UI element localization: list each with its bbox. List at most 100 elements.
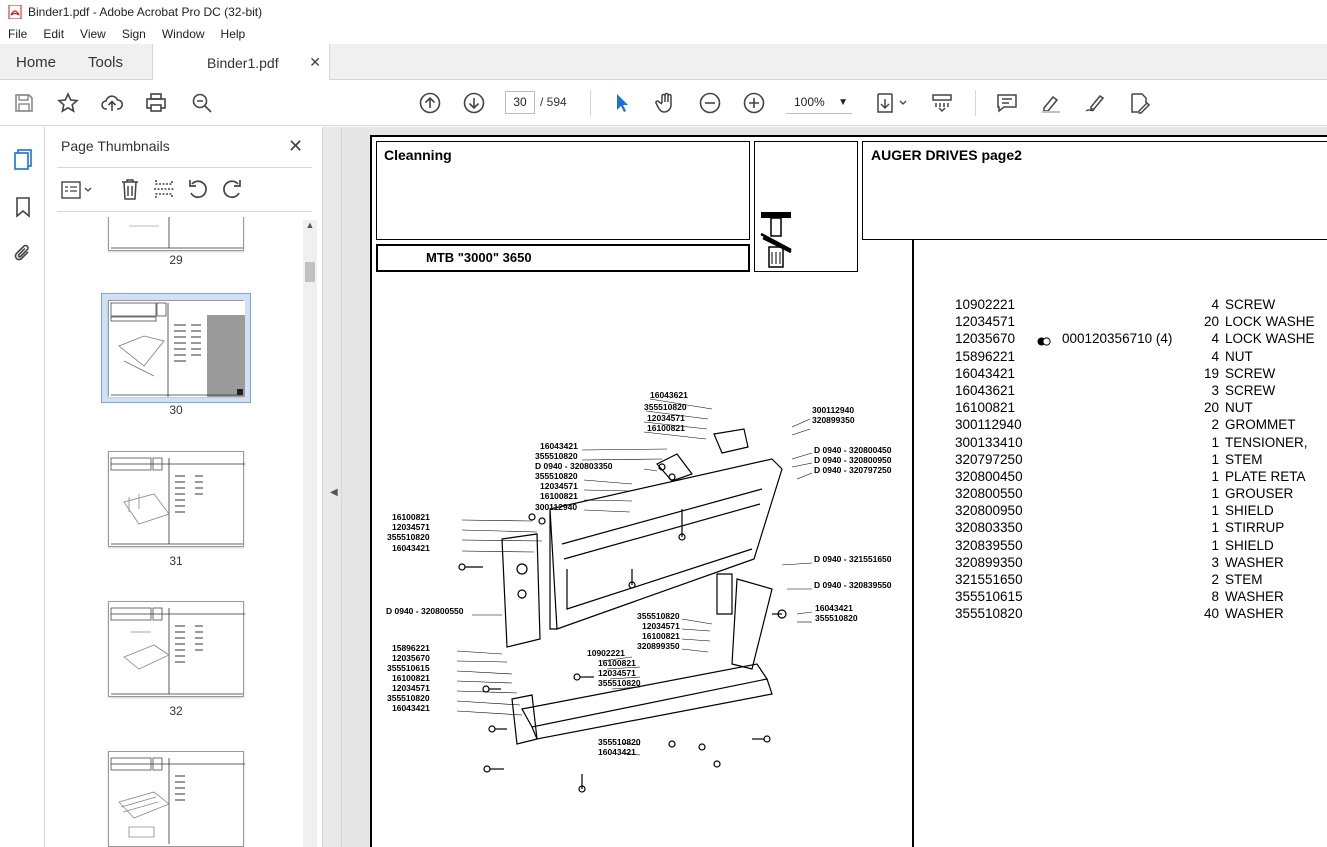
zoom-in-icon[interactable] [742, 91, 766, 115]
next-page-icon[interactable] [462, 91, 486, 115]
divider [57, 211, 312, 212]
upload-cloud-icon[interactable] [100, 91, 124, 115]
callout-label: 12034571 [392, 683, 430, 693]
delete-page-icon[interactable] [119, 177, 141, 201]
part-description: STIRRUP [1225, 520, 1285, 536]
callout-label: 10902221 [587, 648, 625, 658]
page-thumbnails-icon[interactable] [11, 147, 35, 171]
panel-splitter[interactable]: ◀ [322, 127, 342, 847]
document-view[interactable]: Cleanning AUGER DRIVES page2 MTB "3000" … [342, 127, 1327, 847]
part-description: WASHER [1225, 606, 1284, 622]
menu-sign[interactable]: Sign [121, 27, 146, 41]
part-code: 16043621 [955, 382, 1016, 398]
attachment-icon[interactable] [11, 241, 35, 265]
highlight-pen-icon[interactable] [1039, 91, 1063, 115]
save-icon[interactable] [12, 91, 36, 115]
edit-stamp-icon[interactable] [1127, 91, 1151, 115]
part-quantity: 1 [1211, 434, 1219, 450]
page-fit-icon[interactable] [874, 91, 910, 115]
scroll-up-icon[interactable]: ▲ [305, 220, 315, 230]
part-quantity: 40 [1203, 606, 1219, 622]
comment-icon[interactable] [995, 91, 1019, 115]
model-box [376, 244, 750, 272]
part-code: 12034571 [955, 314, 1016, 330]
part-description: WASHER [1225, 589, 1284, 605]
part-quantity: 4 [1211, 297, 1219, 312]
callout-label: 16043421 [598, 747, 636, 757]
zoom-out-icon[interactable] [698, 91, 722, 115]
icon-box [754, 141, 858, 272]
panel-title: Page Thumbnails [61, 138, 170, 154]
part-quantity: 8 [1211, 589, 1219, 605]
callout-label: 12034571 [598, 668, 636, 678]
callout-label: 16043421 [540, 441, 578, 451]
rotate-clockwise-icon[interactable] [221, 178, 243, 200]
print-icon[interactable] [144, 91, 168, 115]
part-code: 355510820 [955, 606, 1023, 622]
thumbnail-page-number: 29 [169, 253, 183, 267]
bookmark-icon[interactable] [11, 195, 35, 219]
page-thumbnail[interactable] [108, 217, 244, 251]
menu-edit[interactable]: Edit [43, 27, 65, 41]
part-quantity: 1 [1211, 468, 1219, 484]
callout-label: 355510820 [535, 471, 578, 481]
shield-panel [549, 458, 783, 630]
menu-help[interactable]: Help [220, 27, 246, 41]
callout-label: 12034571 [642, 621, 680, 631]
part-description: GROUSER [1225, 486, 1294, 502]
part-quantity: 1 [1211, 503, 1219, 519]
close-panel-icon[interactable]: ✕ [288, 136, 304, 156]
extract-pages-icon[interactable] [153, 177, 175, 201]
zoom-search-icon[interactable] [190, 91, 214, 115]
draw-signature-icon[interactable] [1083, 91, 1107, 115]
page-thumbnail[interactable] [108, 601, 245, 697]
tab-home[interactable]: Home [16, 53, 57, 71]
zoom-select[interactable]: 100% ▼ [786, 91, 852, 114]
star-icon[interactable] [56, 91, 80, 115]
callout-label: D 0940 - 320839550 [814, 580, 892, 590]
menu-file[interactable]: File [8, 27, 28, 41]
menu-view[interactable]: View [80, 27, 106, 41]
chevron-down-icon: ▼ [838, 97, 848, 108]
rotate-counterclockwise-icon[interactable] [187, 178, 209, 200]
previous-page-icon[interactable] [418, 91, 442, 115]
callout-label: 16100821 [598, 658, 636, 668]
callout-label: 355510820 [598, 737, 641, 747]
scroll-mode-icon[interactable] [930, 91, 954, 115]
collapse-panel-icon[interactable]: ◀ [330, 487, 338, 498]
part-description: STEM [1225, 451, 1263, 467]
page-number-input[interactable]: 30 [505, 91, 535, 114]
part-description: GROMMET [1225, 417, 1296, 433]
thumbnail-scrollbar[interactable] [303, 220, 317, 847]
bottom-frame [521, 663, 768, 728]
section-box [376, 141, 750, 240]
menu-window[interactable]: Window [161, 27, 205, 41]
close-tab-icon[interactable]: ✕ [309, 54, 321, 70]
callout-label: 12034571 [392, 522, 430, 532]
callout-label: 12035670 [392, 653, 430, 663]
page-thumbnail-current[interactable] [108, 300, 245, 397]
tab-document[interactable]: Binder1.pdf ✕ [152, 44, 330, 81]
select-cursor-icon[interactable] [610, 91, 634, 115]
part-code: 15896221 [955, 348, 1016, 364]
part-code: 320797250 [955, 451, 1023, 467]
shield-fold-line [561, 488, 763, 545]
thumbnail-options-icon[interactable] [61, 179, 95, 201]
page-thumbnail[interactable] [108, 451, 245, 547]
window-title: Binder1.pdf - Adobe Acrobat Pro DC (32-b… [28, 5, 263, 19]
callout-label: 355510820 [815, 613, 858, 623]
part-code: 321551650 [955, 572, 1023, 587]
plate-hole [517, 589, 527, 599]
hand-tool-icon[interactable] [654, 91, 678, 115]
divider [57, 167, 312, 168]
title-bar: Binder1.pdf - Adobe Acrobat Pro DC (32-b… [0, 0, 1327, 24]
page-thumbnail[interactable] [108, 751, 245, 847]
part-description: WASHER [1225, 554, 1284, 570]
part-code: 320839550 [955, 537, 1023, 553]
part-description: NUT [1225, 348, 1253, 364]
part-description: NUT [1225, 400, 1253, 416]
scrollbar-thumb[interactable] [305, 262, 315, 282]
callout-label: 16100821 [392, 512, 430, 522]
tab-tools[interactable]: Tools [88, 53, 124, 71]
shield-fold-line [563, 503, 761, 560]
